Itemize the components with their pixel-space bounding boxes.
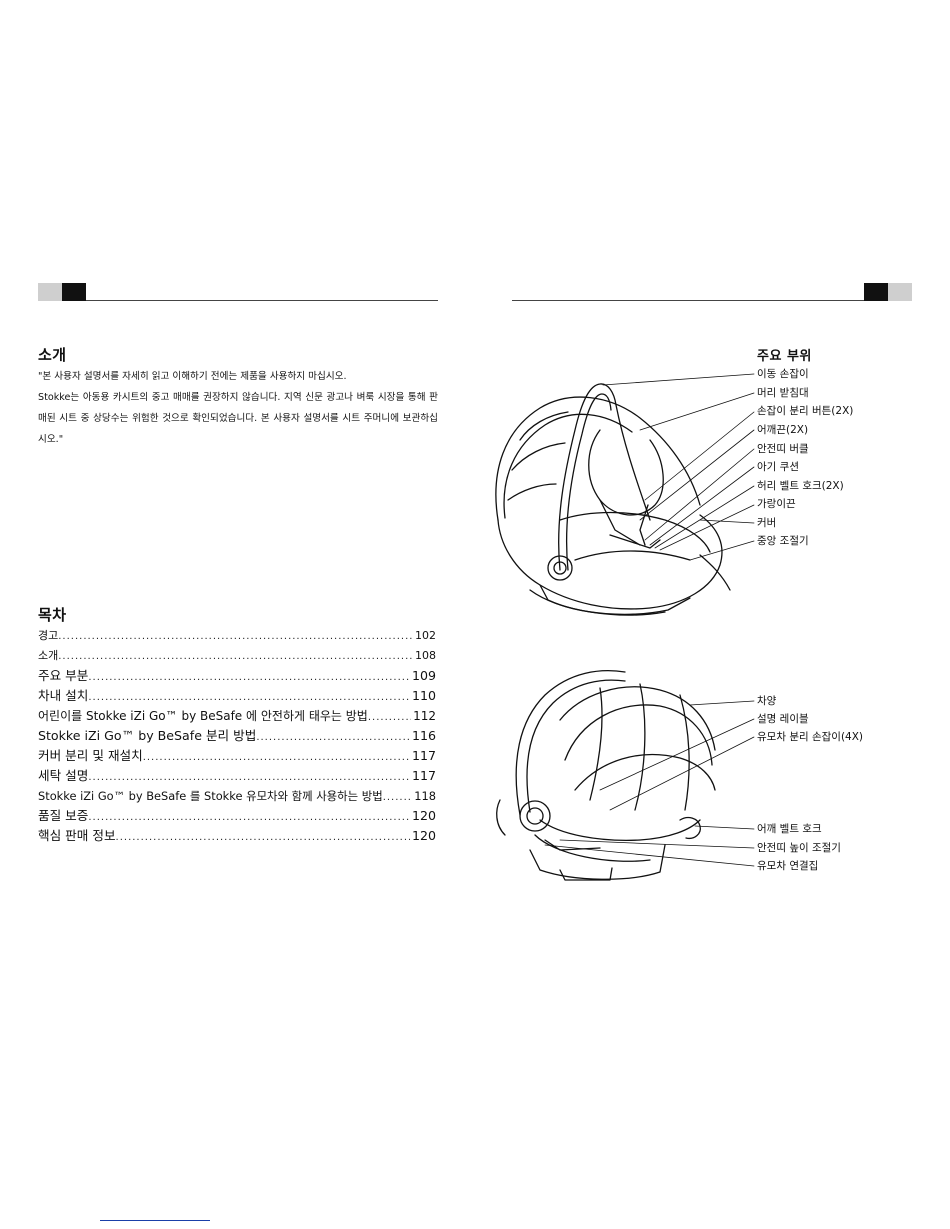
part-label: 손잡이 분리 버튼(2X) [757, 405, 854, 417]
toc-entry[interactable]: 차내 설치110 [38, 686, 436, 706]
part-label: 안전띠 버클 [757, 443, 809, 455]
toc-entry[interactable]: 커버 분리 및 재설치117 [38, 746, 436, 766]
toc-entry[interactable]: 경고102 [38, 626, 436, 646]
intro-paragraph: Stokke는 아동용 카시트의 중고 매매를 권장하지 않습니다. 지역 신문… [38, 392, 438, 445]
intro-paragraph: "본 사용자 설명서를 자세히 읽고 이해하기 전에는 제품을 사용하지 마십시… [38, 371, 347, 382]
parts-heading: 주요 부위 [757, 349, 812, 364]
header-rule-left [86, 300, 438, 301]
car-seat-bottom-illustration [496, 669, 716, 881]
toc-entry[interactable]: Stokke iZi Go™ by BeSafe 를 Stokke 유모차와 함… [38, 786, 436, 806]
part-label: 머리 받침대 [757, 387, 809, 399]
footer-underline [100, 1220, 210, 1221]
part-label: 커버 [757, 517, 777, 529]
part-label: 안전띠 높이 조절기 [757, 842, 841, 854]
toc-entry[interactable]: 품질 보증120 [38, 806, 436, 826]
part-label: 차양 [757, 695, 777, 707]
part-label: 가랑이끈 [757, 498, 796, 510]
header-marker-black-left [62, 283, 86, 301]
toc-entry[interactable]: 소개108 [38, 646, 436, 666]
part-label: 유모차 연결집 [757, 860, 819, 872]
part-label: 어깨끈(2X) [757, 424, 809, 436]
toc-list: 경고102 소개108 주요 부분109 차내 설치110 어린이를 Stokk… [38, 626, 436, 846]
part-label: 아기 쿠션 [757, 461, 799, 473]
part-label: 설명 레이블 [757, 713, 809, 725]
toc-entry[interactable]: 핵심 판매 정보120 [38, 826, 436, 846]
part-label: 중앙 조절기 [757, 535, 809, 547]
toc-entry[interactable]: 어린이를 Stokke iZi Go™ by BeSafe 에 안전하게 태우는… [38, 706, 436, 726]
part-label: 이동 손잡이 [757, 368, 809, 380]
part-label: 유모차 분리 손잡이(4X) [757, 731, 864, 743]
header-marker-gray-right [888, 283, 912, 301]
intro-text: "본 사용자 설명서를 자세히 읽고 이해하기 전에는 제품을 사용하지 마십시… [38, 366, 438, 450]
header-rule-right [512, 300, 864, 301]
toc-entry[interactable]: Stokke iZi Go™ by BeSafe 분리 방법116 [38, 726, 436, 746]
toc-entry[interactable]: 주요 부분109 [38, 666, 436, 686]
header-marker-black-right [864, 283, 888, 301]
car-seat-top-illustration [495, 383, 731, 616]
toc-entry[interactable]: 세탁 설명117 [38, 766, 436, 786]
intro-heading: 소개 [38, 346, 67, 364]
toc-heading: 목차 [38, 606, 67, 624]
part-label: 허리 벨트 호크(2X) [757, 480, 844, 492]
header-marker-gray-left [38, 283, 62, 301]
part-label: 어깨 벨트 호크 [757, 823, 822, 835]
